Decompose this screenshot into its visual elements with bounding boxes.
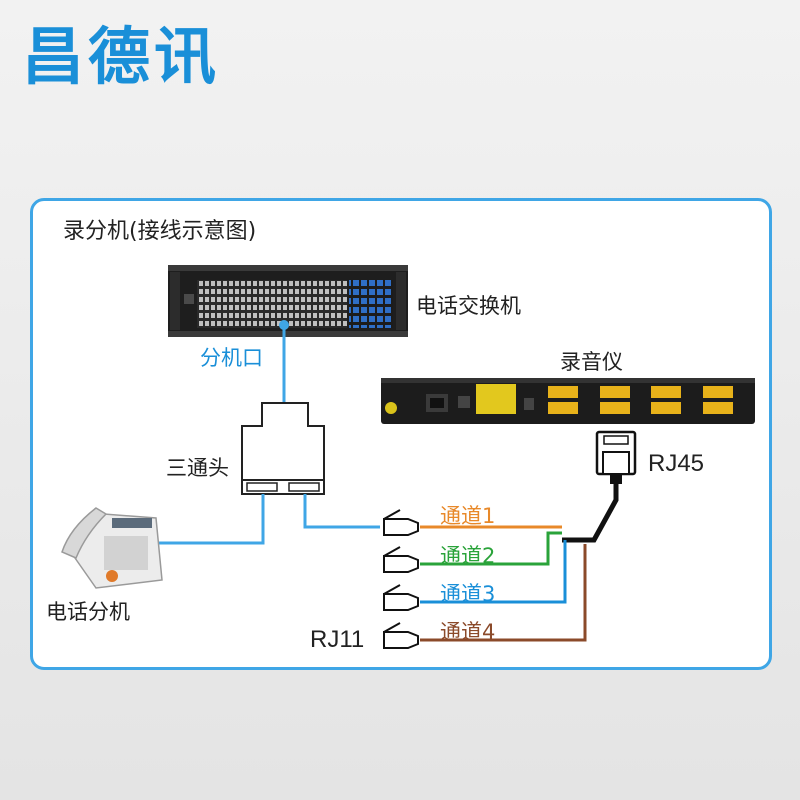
cable-tee-to-phone — [150, 494, 265, 545]
pbx-switch — [168, 265, 408, 337]
channel2-cable — [420, 531, 562, 566]
tee-connector — [241, 402, 325, 495]
rj11-plug-icon — [383, 622, 419, 649]
channel3-cable — [420, 540, 567, 604]
channel3-label: 通道3 — [440, 582, 496, 606]
rj11-plug-icon — [383, 546, 419, 573]
cable-tee-to-channel1 — [303, 494, 380, 529]
extension-port-label: 分机口 — [200, 346, 263, 370]
tee-label: 三通头 — [166, 456, 229, 480]
recorder-label: 录音仪 — [560, 350, 623, 374]
channel4-cable — [420, 544, 587, 642]
channel4-label: 通道4 — [440, 620, 496, 644]
recorder-device — [381, 378, 755, 424]
rj11-label: RJ11 — [310, 626, 365, 653]
rj11-plug-icon — [383, 509, 419, 536]
rj45-trunk-cable — [562, 484, 619, 543]
phone-label: 电话分机 — [46, 600, 130, 624]
cable-pbx-to-tee — [279, 320, 289, 403]
telephone-icon — [61, 507, 163, 589]
pbx-label: 电话交换机 — [416, 294, 521, 318]
rj45-label: RJ45 — [648, 450, 705, 477]
brand-logo: 昌德讯 — [22, 20, 221, 93]
rj11-plug-icon — [383, 584, 419, 611]
channel1-label: 通道1 — [440, 504, 496, 528]
panel-title: 录分机(接线示意图) — [63, 219, 257, 244]
channel2-label: 通道2 — [440, 544, 496, 568]
rj45-plug-icon — [595, 430, 637, 484]
